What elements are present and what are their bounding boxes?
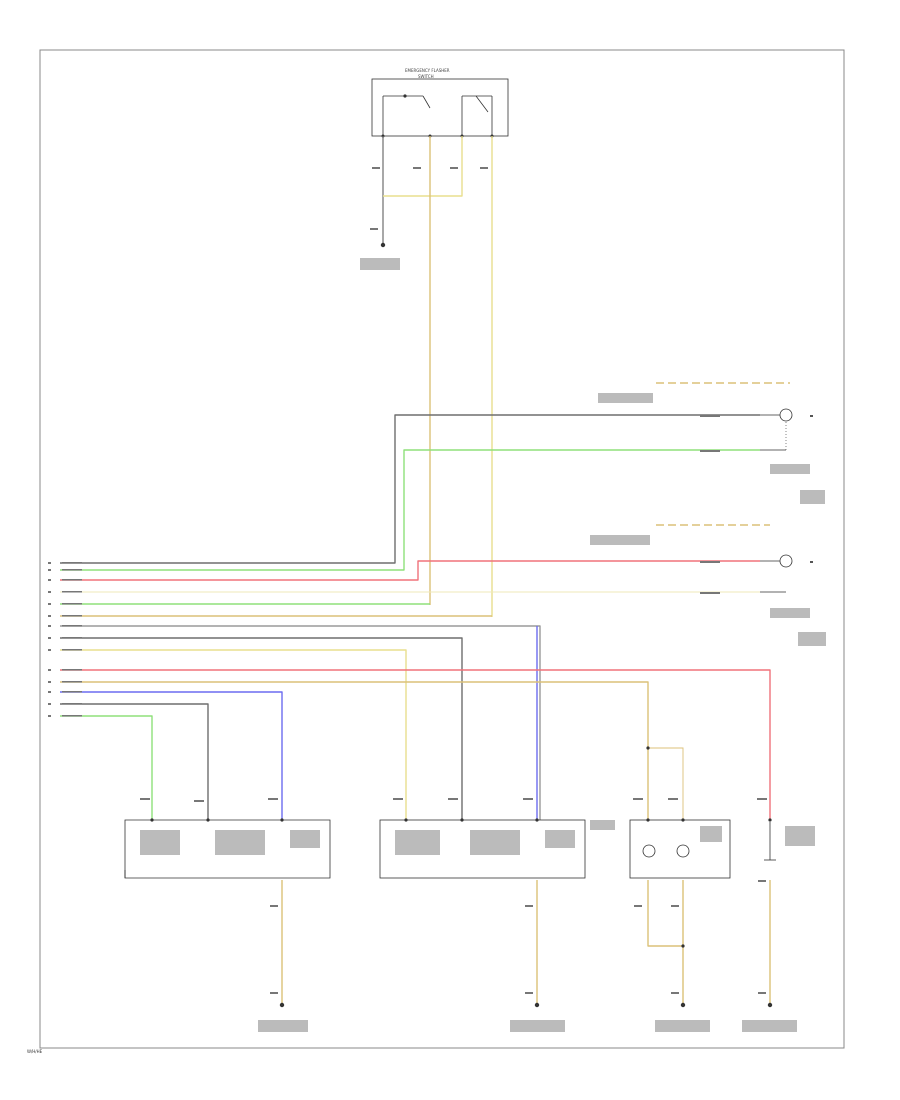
emergency-flasher-switch: EMERGENCY FLASHER SWITCH	[371, 68, 509, 138]
diagram-frame	[39, 49, 845, 1049]
right-tail-lamp-assembly	[379, 818, 586, 879]
left-tail-lamp-assembly	[124, 818, 331, 879]
row-markers	[48, 562, 51, 717]
license-lamps	[629, 746, 731, 879]
high-mount-brake-lamp	[764, 818, 776, 861]
corner-code: W/H/HE	[27, 1049, 43, 1054]
label-blocks	[140, 258, 826, 1032]
right-front-turn-lamp	[656, 524, 813, 593]
switch-subtitle: SWITCH	[418, 74, 434, 79]
switch-title: EMERGENCY FLASHER	[405, 68, 450, 73]
connector-ticks	[62, 167, 767, 994]
left-front-turn-lamp	[656, 382, 813, 451]
harness-bus	[60, 414, 771, 820]
